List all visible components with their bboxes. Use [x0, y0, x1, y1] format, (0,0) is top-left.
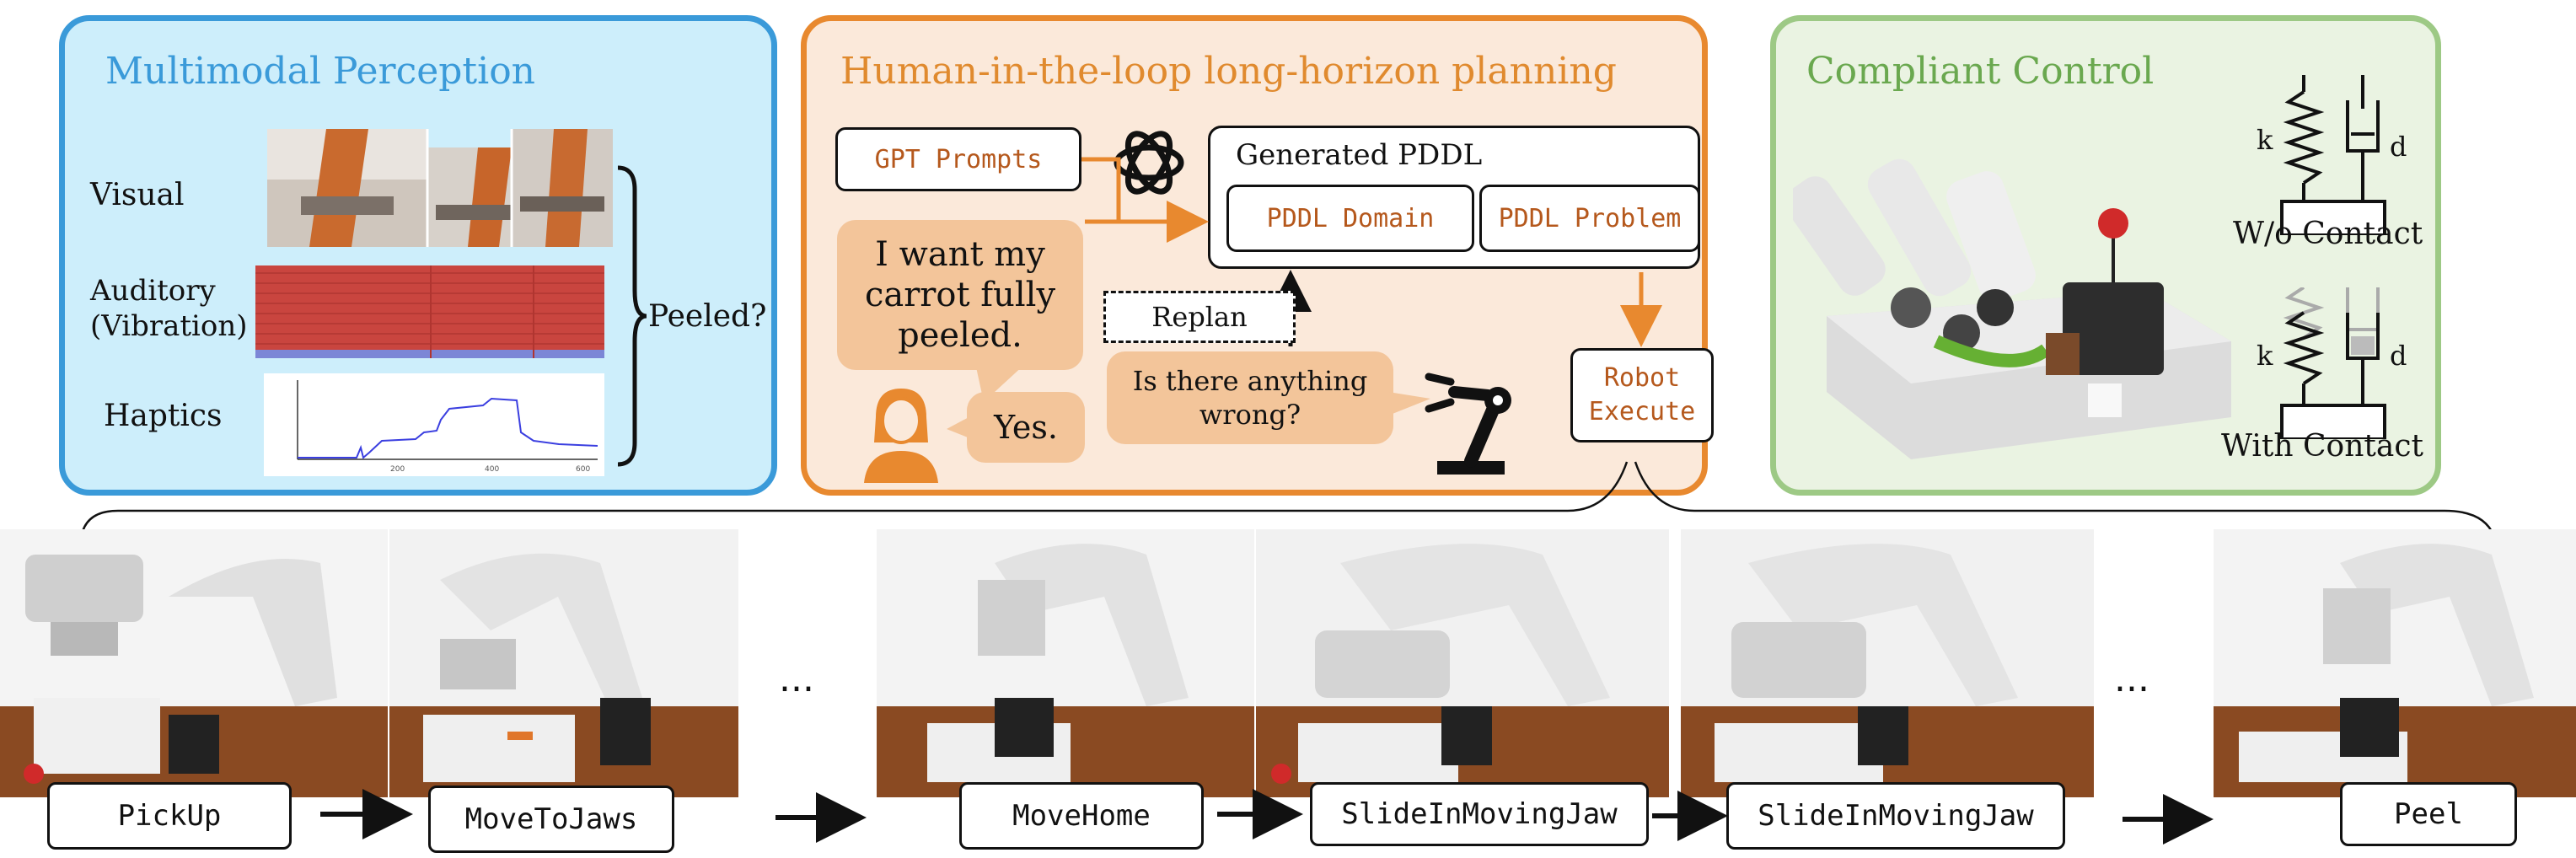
reply-tail-icon	[947, 416, 972, 439]
step-photo-slide1	[1256, 529, 1669, 797]
step-movehome: MoveHome	[959, 782, 1204, 850]
robot-execute-line-2: Execute	[1588, 397, 1696, 426]
human-request-line-2: carrot fully	[864, 276, 1056, 314]
with-contact-label: With Contact	[2221, 429, 2423, 464]
step-photo-peel	[2214, 529, 2576, 797]
step-pickup: PickUp	[47, 782, 292, 850]
without-contact-label: W/o Contact	[2233, 217, 2423, 251]
compliant-title: Compliant Control	[1806, 50, 2155, 93]
replan-box: Replan	[1103, 291, 1296, 343]
visual-frames-image	[267, 129, 613, 247]
ellipsis-1: ...	[779, 657, 814, 700]
planning-title: Human-in-the-loop long-horizon planning	[840, 50, 1617, 93]
robot-execute-line-1: Robot	[1603, 363, 1681, 393]
svg-text:400: 400	[485, 465, 499, 474]
auditory-sublabel: (Vibration)	[90, 309, 248, 343]
visual-label: Visual	[90, 178, 185, 212]
auditory-label: Auditory	[90, 274, 216, 308]
robot-question-line-1: Is there anything	[1132, 365, 1368, 397]
ellipsis-2: ...	[2114, 657, 2149, 700]
haptics-plot: 200 400 600	[264, 373, 604, 476]
human-reply-bubble: Yes.	[967, 392, 1085, 463]
peeled-label: Peeled?	[648, 299, 767, 334]
robot-arm-icon	[1425, 373, 1511, 475]
brace-icon	[617, 165, 647, 467]
human-request-line-1: I want my	[875, 235, 1045, 274]
svg-text:600: 600	[576, 465, 590, 474]
perception-panel: Multimodal Perception Visual Auditory (V…	[59, 15, 777, 496]
step-peel: Peel	[2340, 782, 2517, 846]
haptics-plot-image: 200 400 600	[297, 380, 598, 474]
k-label-1: k	[2257, 124, 2273, 156]
perception-title: Multimodal Perception	[105, 50, 536, 93]
gpt-prompts-box: GPT Prompts	[835, 127, 1081, 191]
planning-panel: Human-in-the-loop long-horizon planning …	[801, 15, 1714, 496]
step-slideinmovingjaw-1: SlideInMovingJaw	[1310, 782, 1649, 846]
robot-question-line-2: wrong?	[1199, 399, 1301, 431]
spectrogram-image	[255, 265, 604, 358]
d-label-1: d	[2390, 131, 2407, 163]
pddl-problem-box: PDDL Problem	[1479, 185, 1700, 252]
step-photo-movetojaws	[389, 529, 738, 797]
robot-execute-box: Robot Execute	[1570, 348, 1714, 442]
human-request-bubble: I want my carrot fully peeled.	[837, 220, 1083, 370]
step-photo-movehome	[877, 529, 1254, 797]
k-label-2: k	[2257, 340, 2273, 372]
visual-frames	[267, 129, 613, 247]
auditory-spectrogram	[255, 265, 604, 358]
haptics-label: Haptics	[104, 399, 223, 433]
generated-pddl-label: Generated PDDL	[1236, 138, 1483, 172]
compliant-panel: Compliant Control k d W/o Contact	[1770, 15, 2441, 496]
step-movetojaws: MoveToJaws	[428, 786, 674, 853]
spring-damper-contact-icon	[2280, 287, 2386, 439]
compliant-robot-render	[1793, 158, 2231, 459]
human-avatar-icon	[864, 389, 938, 483]
svg-text:200: 200	[390, 465, 405, 474]
question-tail-icon	[1388, 392, 1430, 416]
pddl-domain-box: PDDL Domain	[1226, 185, 1474, 252]
step-photo-pickup	[0, 529, 388, 797]
d-label-2: d	[2390, 340, 2407, 372]
robot-question-bubble: Is there anything wrong?	[1107, 351, 1393, 444]
spring-damper-icon	[2280, 75, 2386, 235]
step-slideinmovingjaw-2: SlideInMovingJaw	[1726, 782, 2065, 850]
human-request-line-3: peeled.	[898, 316, 1022, 355]
